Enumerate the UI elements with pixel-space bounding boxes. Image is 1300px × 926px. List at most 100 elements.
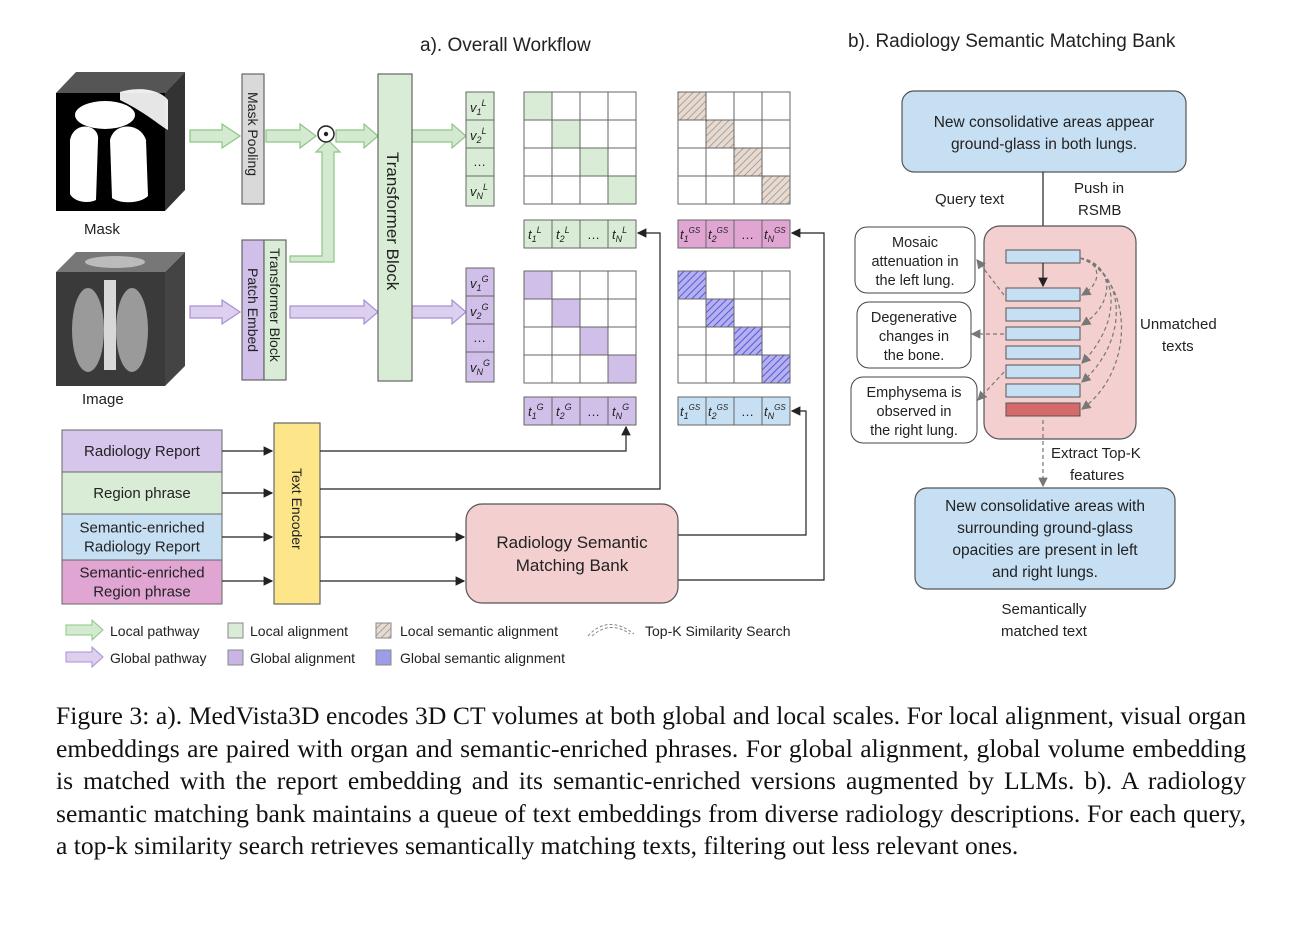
queue-bars [1005,249,1081,417]
local-visual-tokens: v1L v2L … vNL [465,91,495,207]
svg-text:Emphysema is: Emphysema is [866,385,961,401]
legend-topk-search: Top-K Similarity Search [645,623,791,639]
svg-text:observed in: observed in [877,404,952,420]
matched-line1: New consolidative areas with [945,498,1145,515]
rsmb-label-line2: Matching Bank [516,556,629,575]
image-label: Image [82,391,124,408]
matrix-cell [579,147,609,177]
transformer-block [377,73,413,382]
matrix-cell [761,119,791,149]
matrix-cell [761,298,791,328]
matrix-cell [733,175,763,205]
matrix-cell [607,175,637,205]
matched-label-2: matched text [1001,623,1088,640]
matrix-cell [551,91,581,121]
matrix-cell [551,270,581,300]
legend: Local pathway Global pathway Local align… [65,618,791,669]
matrix-cell [677,119,707,149]
input-arrows [222,446,274,586]
matrix-cell [607,326,637,356]
matrix-cell [733,298,763,328]
unmatched-label-2: texts [1162,338,1194,355]
matched-line4: and right lungs. [992,564,1098,581]
push-label-1: Push in [1074,180,1124,197]
legend-local-semantic-alignment: Local semantic alignment [400,623,558,639]
text-input-label: Semantic-enriched [79,565,204,582]
text-input-label: Region phrase [93,485,191,502]
queue-bar [1005,345,1081,360]
unmatched-arrows [970,259,1005,401]
text-input-2: Region phrase [61,471,223,515]
matrix-cell [579,270,609,300]
matrix-cell [551,298,581,328]
global-semantic-matrix [677,270,791,384]
encoder-output-arrows [320,228,825,586]
queue-bar [1005,326,1081,341]
unmatched-label-1: Unmatched [1140,316,1217,333]
svg-text:the bone.: the bone. [884,348,944,364]
mask-pooling-block [241,73,265,205]
legend-global-pathway: Global pathway [110,650,207,666]
svg-text:attenuation in: attenuation in [871,254,958,270]
matrix-cell [733,91,763,121]
global-alignment-matrix [523,270,637,384]
mask-pooling-label: Mask Pooling [245,92,261,176]
matched-line2: surrounding ground-glass [957,520,1133,537]
matrix-cell [607,354,637,384]
queue-bar-matched [1005,402,1081,417]
figure-diagram: a). Overall Workflow b). Radiology Seman… [56,31,1217,669]
push-label-2: RSMB [1078,202,1121,219]
text-input-label: Region phrase [93,584,191,601]
rsmb-block [465,503,679,604]
workflow-title: a). Overall Workflow [420,35,591,56]
unmatched-1: Mosaic attenuation in the left lung. [854,226,976,294]
matrix-cell [705,270,735,300]
queue-bar [1005,383,1081,398]
matrix-cell [677,298,707,328]
legend-local-alignment: Local alignment [250,623,348,639]
query-box [901,90,1187,173]
matrix-cell [551,326,581,356]
mask-cube [56,72,185,211]
global-semantic-text-tokens: t1GS t2GS … tNGS [677,396,791,426]
matrix-cell [579,175,609,205]
matrix-cell [523,298,553,328]
matrix-cell [579,119,609,149]
matrix-cell [761,354,791,384]
matrix-cell [705,354,735,384]
text-input-1: Radiology Report [61,429,223,473]
text-input-label: Radiology Report [84,539,201,556]
transformer-block-label: Transformer Block [383,152,402,291]
matrix-cell [677,270,707,300]
global-text-tokens: t1G t2G … tNG [523,396,637,426]
local-text-tokens: t1L t2L … tNL [523,219,637,249]
text-input-label: Semantic-enriched [79,520,204,537]
legend-global-pathway-icon [65,645,104,669]
text-input-label: Radiology Report [84,443,201,460]
matrix-cell [677,354,707,384]
unmatched-2: Degenerative changes in the bone. [856,301,972,369]
unmatched-3: Emphysema is observed in the right lung. [850,376,978,444]
legend-global-semantic-alignment: Global semantic alignment [400,650,565,666]
matched-label-1: Semantically [1001,601,1087,618]
matrix-cell [523,326,553,356]
query-line1: New consolidative areas appear [934,114,1155,131]
transformer-small-block [263,239,287,381]
queue-bar [1005,287,1081,302]
patch-embed-label: Patch Embed [245,268,261,352]
svg-text:the left lung.: the left lung. [876,273,955,289]
topk-search-arcs [1079,257,1123,410]
legend-topk-icon [587,624,635,637]
global-pathway-arrows [189,298,467,326]
queue-bar [1005,364,1081,379]
matrix-cell [705,147,735,177]
alignment-matrices [523,91,791,384]
matrix-cell [761,270,791,300]
legend-global-alignment-icon [227,649,244,666]
token-dots: … [473,154,486,169]
matrix-cell [733,147,763,177]
matrix-cell [579,298,609,328]
legend-global-semantic-icon [375,649,392,666]
